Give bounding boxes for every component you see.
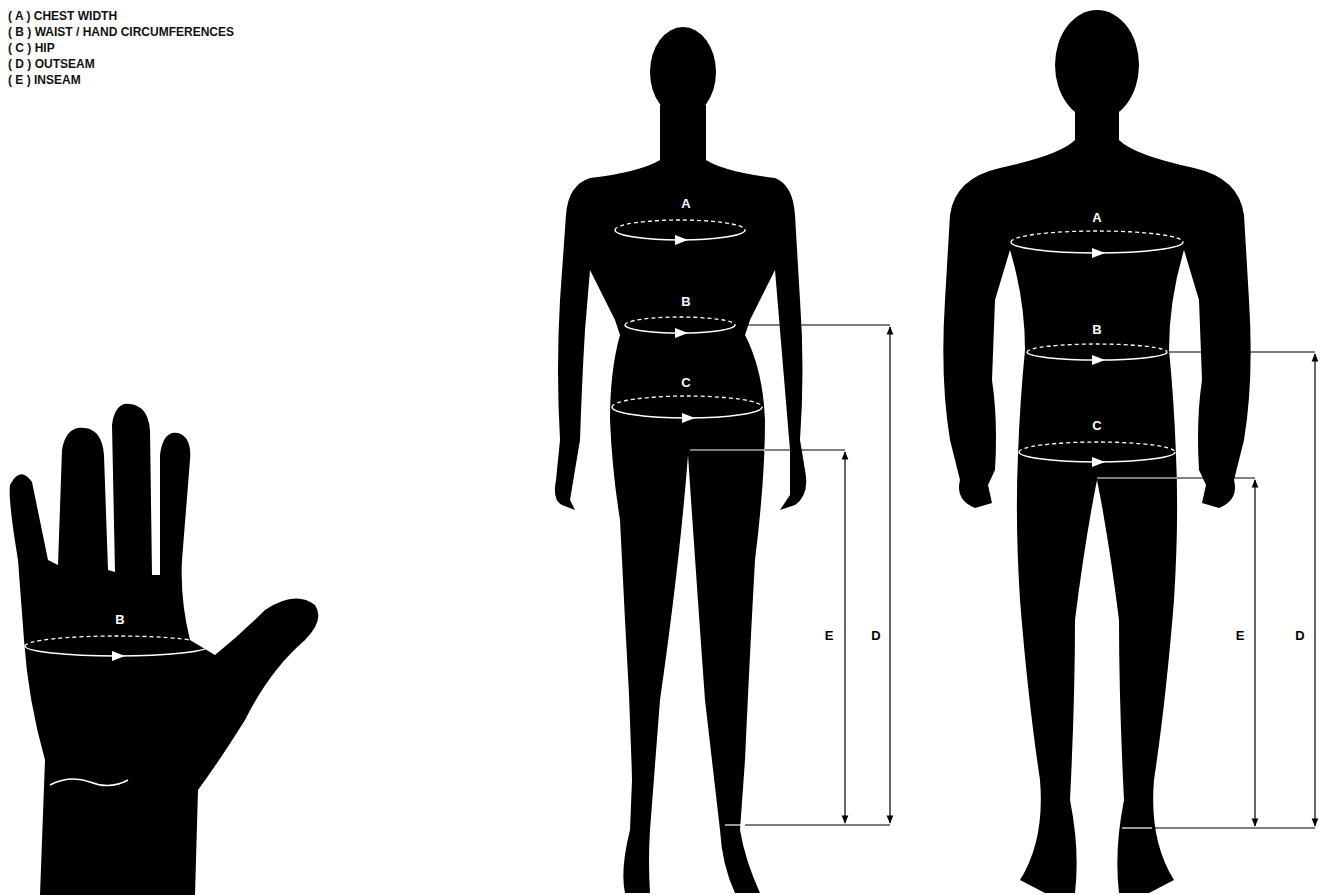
man-head: [1055, 10, 1139, 120]
callout-letter: E: [1234, 628, 1247, 643]
ring-arrow: [1092, 355, 1105, 365]
key-line: ( B ) WAIST / HAND CIRCUMFERENCES: [8, 26, 234, 38]
key-line: ( E ) INSEAM: [8, 74, 81, 86]
ring-back: [25, 636, 209, 646]
ring-arrow: [675, 328, 688, 338]
ring-back: [625, 317, 735, 325]
key-line: ( D ) OUTSEAM: [8, 58, 95, 70]
ring-arrow: [675, 235, 688, 245]
ring-arrow: [1092, 248, 1105, 258]
key-line: ( A ) CHEST WIDTH: [8, 10, 117, 22]
ring-back: [1011, 231, 1183, 242]
man-silhouette: [943, 110, 1250, 893]
ring-arrow: [682, 413, 695, 423]
callout-letter: C: [681, 376, 690, 389]
key-line: ( C ) HIP: [8, 42, 55, 54]
hand-silhouette: [10, 404, 319, 895]
woman-silhouette: [555, 105, 806, 893]
callout-letter: E: [823, 628, 836, 643]
dimension-lines: [690, 325, 1315, 828]
callout-letter: D: [869, 628, 882, 643]
callout-letter: C: [1092, 419, 1101, 432]
ring-back: [1027, 344, 1167, 352]
ring-arrow: [1092, 457, 1105, 467]
ring-back: [612, 396, 762, 407]
ring-back: [1019, 442, 1175, 452]
callout-letter: B: [115, 613, 124, 626]
woman-head: [650, 27, 716, 117]
callout-letter: B: [681, 295, 690, 308]
callout-letter: B: [1092, 323, 1101, 336]
wrist-line: [50, 779, 128, 785]
callout-letter: A: [1092, 211, 1101, 224]
callout-letter: A: [681, 197, 690, 210]
ring-arrow: [112, 651, 125, 661]
ring-back: [615, 220, 745, 230]
callout-letter: D: [1293, 628, 1306, 643]
